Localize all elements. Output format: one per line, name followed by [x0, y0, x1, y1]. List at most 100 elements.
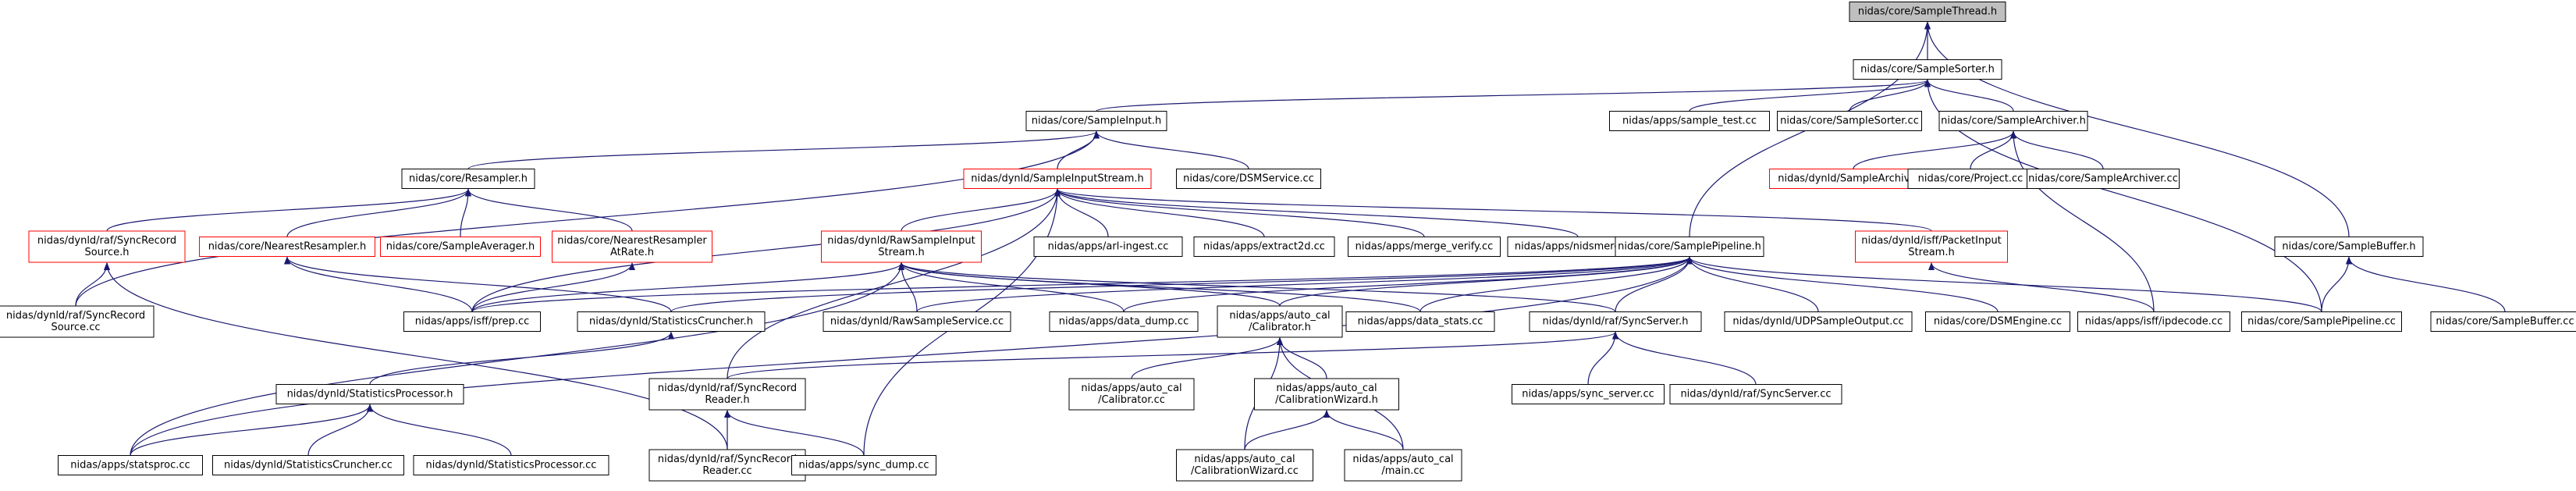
node-label: nidas/apps/sync_server.cc	[1522, 389, 1654, 400]
graph-node-statsproc-cc[interactable]: nidas/apps/statsproc.cc	[58, 455, 203, 475]
node-label: Source.cc	[51, 322, 100, 333]
graph-node-dsm-engine-cc[interactable]: nidas/core/DSMEngine.cc	[1925, 311, 2070, 332]
node-box	[403, 311, 541, 332]
edge-n_merge_verify_cc-to-n_sample_input_stream_h	[1054, 188, 1425, 237]
node-box	[1217, 305, 1343, 338]
edge-n_sync_server_h-to-n_raw_sample_input_stream_h	[898, 262, 1616, 313]
edge-n_statsproc_cc-to-n_sample_pipeline_h	[130, 256, 1693, 456]
graph-node-statistics-processor-cc[interactable]: nidas/dynld/StatisticsProcessor.cc	[413, 455, 609, 475]
edge-n_sample_input_h-to-n_sample_sorter_h	[1096, 79, 1931, 112]
node-label: /Calibrator.cc	[1098, 394, 1165, 406]
graph-node-sample-sorter-cc[interactable]: nidas/core/SampleSorter.cc	[1777, 111, 1922, 131]
graph-node-dsm-service-cc[interactable]: nidas/core/DSMService.cc	[1176, 169, 1321, 189]
graph-node-calibration-wizard-cc[interactable]: nidas/apps/auto_cal/CalibrationWizard.cc	[1176, 449, 1313, 482]
graph-node-auto-cal-calibrator-cc[interactable]: nidas/apps/auto_cal/Calibrator.cc	[1068, 378, 1195, 411]
edge-n_data_dump_cc-to-n_raw_sample_input_stream_h	[898, 262, 1125, 312]
edge-n_data_stats_cc-to-n_raw_sample_input_stream_h	[898, 262, 1421, 313]
graph-node-extract2d-cc[interactable]: nidas/apps/extract2d.cc	[1193, 237, 1335, 257]
graph-node-udp-sample-output-cc[interactable]: nidas/dynld/UDPSampleOutput.cc	[1724, 311, 1913, 332]
graph-node-merge-verify-cc[interactable]: nidas/apps/merge_verify.cc	[1348, 237, 1501, 257]
edge-n_sample_sorter_cc-to-n_sample_sorter_h	[1849, 79, 1931, 112]
graph-node-sync-server-cc[interactable]: nidas/dynld/raf/SyncServer.cc	[1669, 384, 1842, 404]
graph-node-statistics-processor-h[interactable]: nidas/dynld/StatisticsProcessor.h	[275, 384, 464, 404]
node-label: nidas/apps/auto_cal	[1276, 382, 1377, 394]
edge-n_calibration_wizard_cc-to-n_calibration_wizard_h	[1244, 410, 1330, 450]
node-label: nidas/core/SampleSorter.cc	[1780, 116, 1919, 127]
node-label: nidas/dynld/StatisticsCruncher.cc	[224, 460, 393, 471]
graph-node-arl-ingest-cc[interactable]: nidas/apps/arl-ingest.cc	[1033, 237, 1183, 257]
node-label: nidas/dynld/isff/PacketInput	[1861, 235, 2002, 247]
graph-node-raw-sample-service-cc[interactable]: nidas/dynld/RawSampleService.cc	[823, 311, 1011, 332]
graph-node-sample-averager-h[interactable]: nidas/core/SampleAverager.h	[380, 237, 541, 257]
edge-n_prep_cc-to-n_raw_sample_input_stream_h	[471, 262, 904, 312]
graph-node-sync-server-app-cc[interactable]: nidas/apps/sync_server.cc	[1512, 384, 1665, 404]
node-label: nidas/dynld/raf/SyncRecord	[658, 454, 797, 465]
graph-node-sync-server-h[interactable]: nidas/dynld/raf/SyncServer.h	[1529, 311, 1702, 332]
graph-node-prep-cc[interactable]: nidas/apps/isff/prep.cc	[403, 311, 541, 332]
node-label: /CalibrationWizard.h	[1275, 394, 1378, 406]
graph-node-auto-cal-calibrator-h[interactable]: nidas/apps/auto_cal/Calibrator.h	[1217, 305, 1343, 338]
graph-node-sample-buffer-cc[interactable]: nidas/core/SampleBuffer.cc	[2430, 311, 2576, 332]
graph-node-sync-dump-cc[interactable]: nidas/apps/sync_dump.cc	[791, 455, 936, 475]
node-label: nidas/dynld/SampleArchiver.h	[1778, 173, 1929, 185]
graph-node-sample-sorter-h[interactable]: nidas/core/SampleSorter.h	[1853, 59, 2002, 80]
node-box	[1925, 311, 2070, 332]
edge-layer	[75, 21, 2506, 456]
edge-n_sample_archiver_h-to-n_sample_sorter_h	[1924, 79, 2014, 112]
graph-node-sample-input-stream-h[interactable]: nidas/dynld/SampleInputStream.h	[963, 169, 1152, 189]
graph-node-sample-archiver-cc[interactable]: nidas/core/SampleArchiver.cc	[2027, 169, 2180, 189]
graph-node-data-stats-cc[interactable]: nidas/apps/data_stats.cc	[1345, 311, 1495, 332]
node-box	[1609, 111, 1770, 131]
node-box	[1777, 111, 1922, 131]
node-box	[212, 455, 404, 475]
edge-n_statsproc_cc-to-n_raw_sample_input_stream_h	[130, 262, 904, 456]
edge-n_data_dump_cc-to-n_sample_pipeline_h	[1123, 256, 1693, 312]
node-label: nidas/core/Resampler.h	[409, 173, 528, 185]
node-label: nidas/apps/auto_cal	[1194, 454, 1295, 465]
node-label: nidas/dynld/raf/SyncRecord	[6, 310, 145, 322]
node-label: nidas/core/SampleArchiver.cc	[2028, 173, 2178, 185]
graph-node-sample-pipeline-cc[interactable]: nidas/core/SamplePipeline.cc	[2241, 311, 2402, 332]
node-label: nidas/apps/auto_cal	[1081, 382, 1181, 394]
edge-n_statistics_processor_cc-to-n_statistics_processor_h	[367, 404, 512, 456]
node-box	[791, 455, 936, 475]
edge-n_raw_sample_service_cc-to-n_sample_pipeline_h	[916, 256, 1693, 312]
graph-node-sample-buffer-h[interactable]: nidas/core/SampleBuffer.h	[2274, 237, 2424, 257]
graph-node-sample-test-cc[interactable]: nidas/apps/sample_test.cc	[1609, 111, 1770, 131]
graph-node-statistics-cruncher-h[interactable]: nidas/dynld/StatisticsCruncher.h	[577, 311, 766, 332]
node-label: nidas/apps/auto_cal	[1352, 454, 1453, 465]
graph-node-nearest-resampler-h[interactable]: nidas/core/NearestResampler.h	[199, 237, 375, 257]
node-box	[1344, 449, 1462, 482]
graph-node-auto-cal-main-cc[interactable]: nidas/apps/auto_cal/main.cc	[1344, 449, 1462, 482]
node-label: nidas/core/NearestResampler.h	[208, 241, 367, 253]
graph-node-resampler-h[interactable]: nidas/core/Resampler.h	[401, 169, 535, 189]
node-box	[1669, 384, 1842, 404]
node-box	[823, 311, 1011, 332]
node-box	[1849, 2, 2006, 22]
node-box	[28, 230, 186, 263]
node-box	[2077, 311, 2230, 332]
graph-node-sample-archiver-h[interactable]: nidas/core/SampleArchiver.h	[1938, 111, 2088, 131]
graph-node-statistics-cruncher-cc[interactable]: nidas/dynld/StatisticsCruncher.cc	[212, 455, 404, 475]
edge-n_auto_cal_calibrator_cc-to-n_auto_cal_calibrator_h	[1131, 337, 1283, 379]
node-label: nidas/dynld/SampleInputStream.h	[971, 173, 1143, 185]
node-box	[1907, 169, 2034, 189]
edge-n_sync_record_reader_h-to-n_sync_server_h	[727, 331, 1618, 379]
graph-node-sample-input-h[interactable]: nidas/core/SampleInput.h	[1025, 111, 1167, 131]
graph-node-ipdecode-cc[interactable]: nidas/apps/isff/ipdecode.cc	[2077, 311, 2230, 332]
edge-n_sync_record_reader_cc-to-n_sync_record_source_h	[104, 262, 728, 450]
graph-node-data-dump-cc[interactable]: nidas/apps/data_dump.cc	[1049, 311, 1199, 332]
node-box	[0, 305, 155, 338]
graph-node-calibration-wizard-h[interactable]: nidas/apps/auto_cal/CalibrationWizard.h	[1254, 378, 1399, 411]
graph-node-project-cc[interactable]: nidas/core/Project.cc	[1907, 169, 2034, 189]
node-label: /CalibrationWizard.cc	[1191, 465, 1299, 477]
graph-node-sample-thread-h[interactable]: nidas/core/SampleThread.h	[1849, 2, 2006, 22]
graph-node-sample-pipeline-h[interactable]: nidas/core/SamplePipeline.h	[1615, 237, 1764, 257]
